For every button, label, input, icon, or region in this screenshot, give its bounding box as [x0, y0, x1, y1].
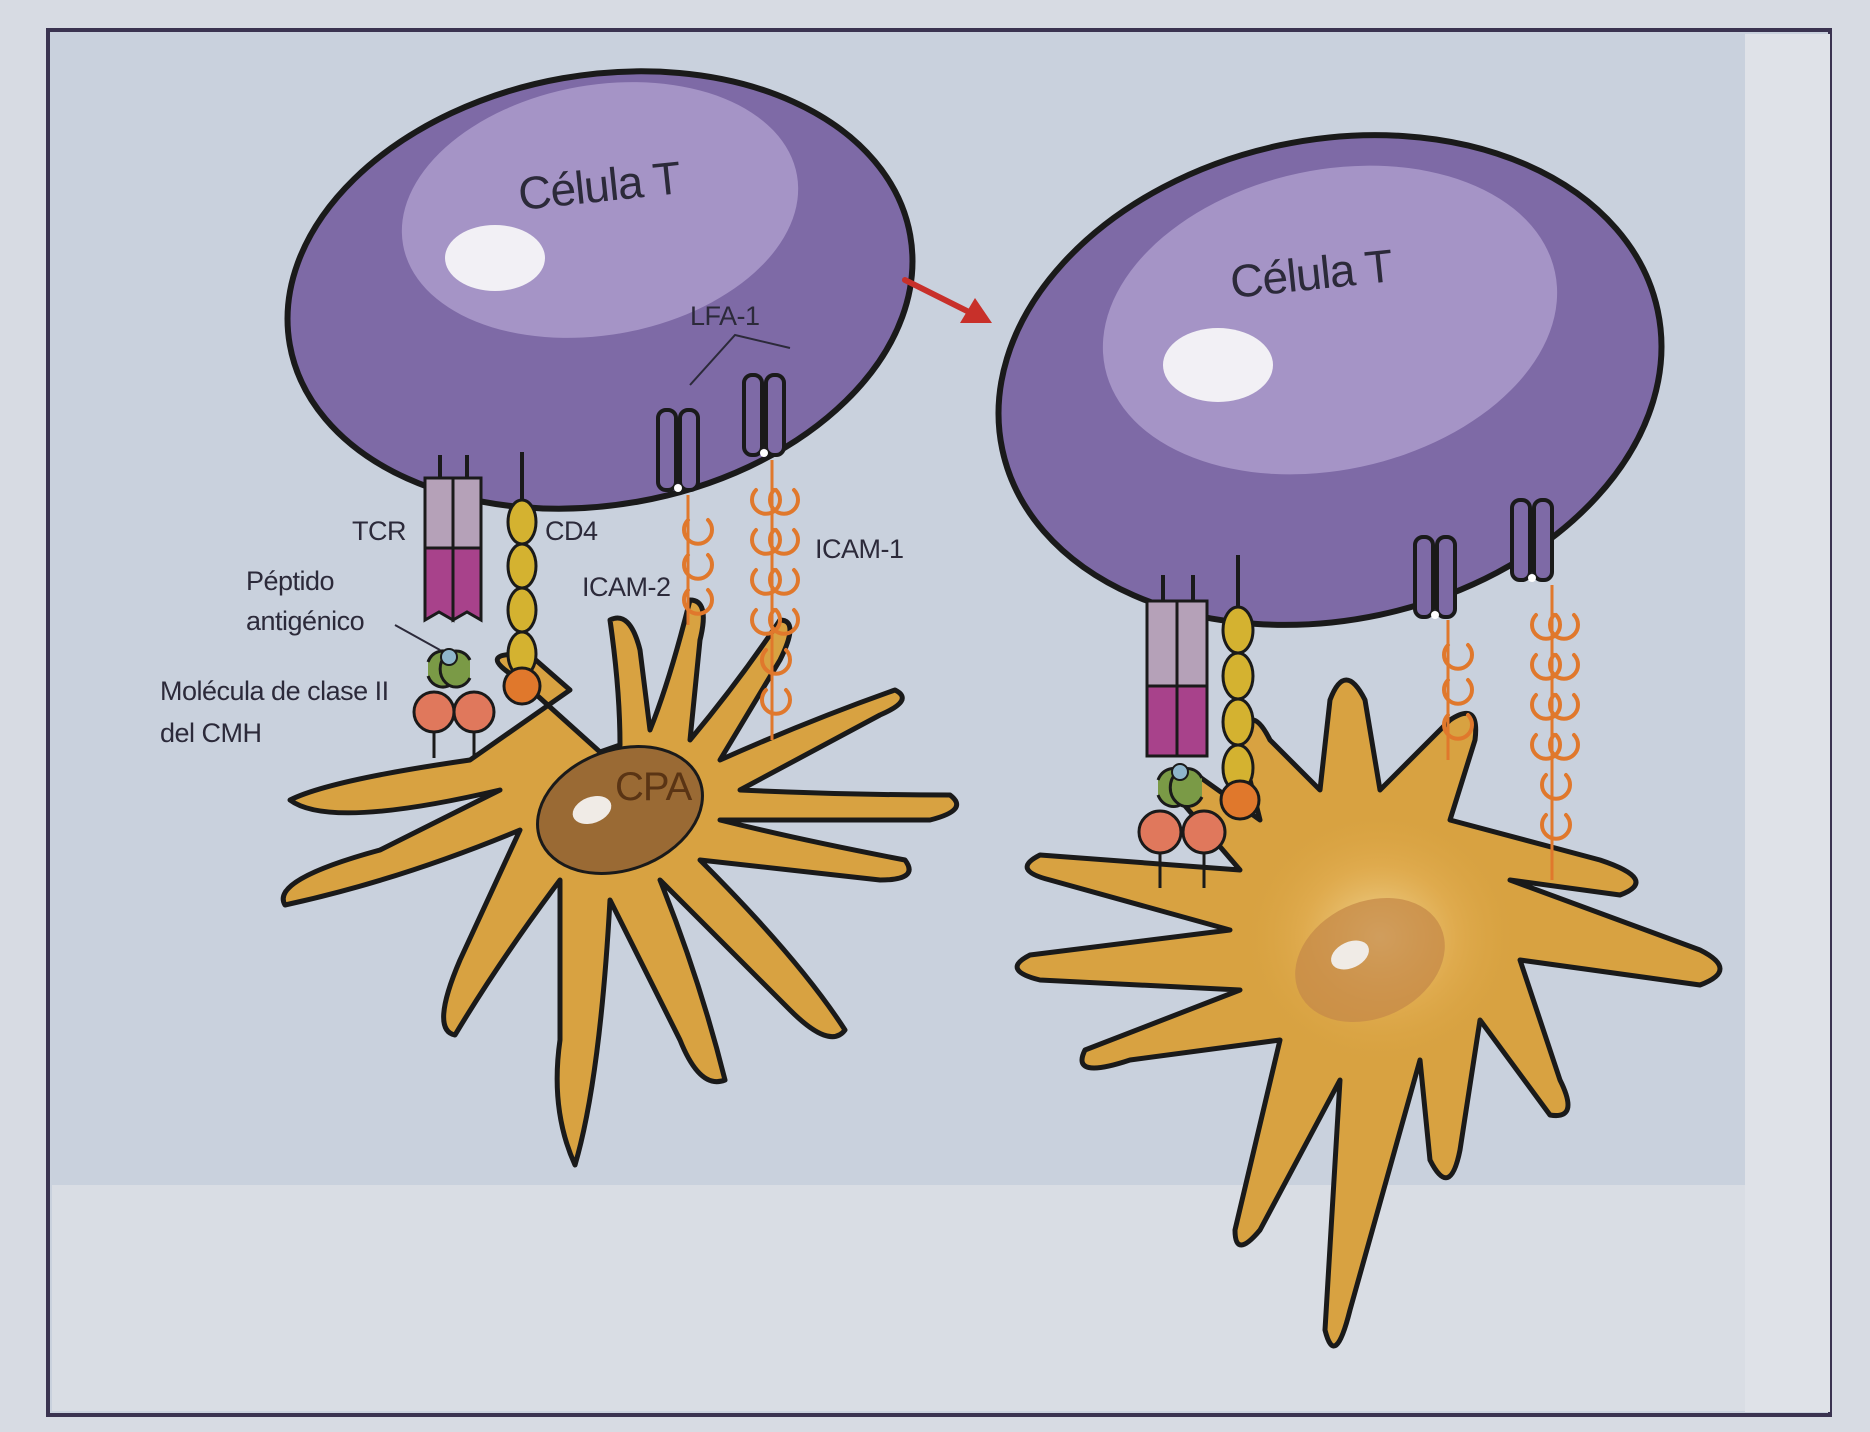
lfa1-right-molecule-b	[1512, 500, 1552, 582]
label-lfa1: LFA-1	[690, 301, 760, 331]
tcell-left-nucleolus	[445, 225, 545, 291]
label-tcr: TCR	[352, 516, 406, 546]
label-mhc-2: del CMH	[160, 718, 262, 748]
label-mhc-1: Molécula de clase II	[160, 676, 389, 706]
tcr-right-top	[1147, 601, 1177, 686]
label-icam2: ICAM-2	[582, 572, 671, 602]
label-peptide-2: antigénico	[246, 606, 364, 636]
label-cpa: CPA	[615, 765, 693, 809]
peptide-left	[441, 649, 457, 665]
lfa1-molecule-a	[658, 410, 698, 492]
page-right-strip	[1745, 34, 1830, 1412]
tcr-left-bottom	[425, 548, 453, 620]
tcr-right	[1147, 575, 1207, 756]
label-icam1: ICAM-1	[815, 534, 904, 564]
lfa1-right-molecule-a	[1415, 537, 1455, 619]
tcr-left-top	[425, 478, 453, 548]
tcr-right-bottom	[1147, 686, 1177, 756]
page-lower-strip	[52, 1185, 1826, 1411]
lfa1-molecule-b	[744, 375, 784, 457]
label-peptide-1: Péptido	[246, 566, 334, 596]
tcell-right-nucleolus	[1163, 328, 1273, 402]
label-cd4: CD4	[545, 516, 598, 546]
peptide-right	[1172, 764, 1188, 780]
